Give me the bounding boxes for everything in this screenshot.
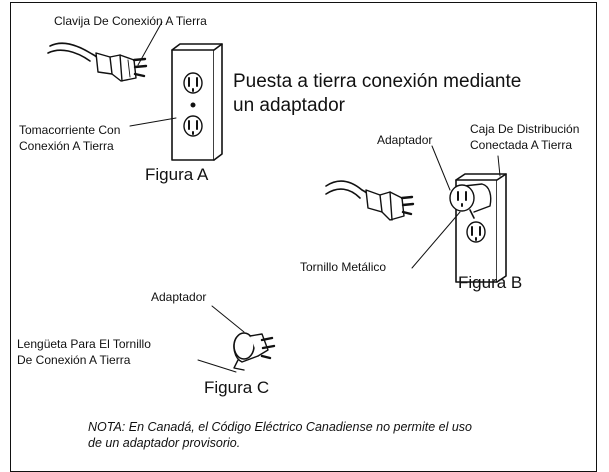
grounded-plug-label: Clavija De Conexión A Tierra xyxy=(54,14,207,28)
note-line2: de un adaptador provisorio. xyxy=(88,436,241,450)
figure-b-plug-and-cord xyxy=(325,180,415,221)
heading-line1: Puesta a tierra conexión mediante xyxy=(233,71,522,92)
figure-c-adapter xyxy=(233,332,276,371)
grounding-tab-label-line2: De Conexión A Tierra xyxy=(17,353,131,367)
grounding-tab-label-line1: Lengüeta Para El Tornillo xyxy=(17,337,151,351)
figure-b-leader-lines xyxy=(411,145,501,269)
figure-c-leader-lines xyxy=(197,305,245,373)
grounded-box-label-line2: Conectada A Tierra xyxy=(470,138,573,152)
metal-screw-label: Tornillo Metálico xyxy=(300,260,387,274)
grounding-illustrations xyxy=(47,21,507,373)
grounded-outlet-label-line2: Conexión A Tierra xyxy=(19,139,114,153)
figure-a-caption: Figura A xyxy=(145,165,209,184)
grounded-outlet-label-line1: Tomacorriente Con xyxy=(19,123,121,137)
figure-a-outlet xyxy=(171,43,223,161)
figure-a-plug-and-cord xyxy=(47,42,148,82)
figure-b-caption: Figura B xyxy=(458,273,523,292)
grounded-box-label-line1: Caja De Distribución xyxy=(470,122,580,136)
figure-c-caption: Figura C xyxy=(204,378,270,397)
adapter-b-label: Adaptador xyxy=(377,133,433,147)
heading-line2: un adaptador xyxy=(233,95,345,116)
figure-b-adapter xyxy=(449,183,492,219)
note-line1: NOTA: En Canadá, el Código Eléctrico Can… xyxy=(88,420,473,434)
adapter-c-label: Adaptador xyxy=(151,290,207,304)
figure-a-leader-lines xyxy=(129,21,177,127)
